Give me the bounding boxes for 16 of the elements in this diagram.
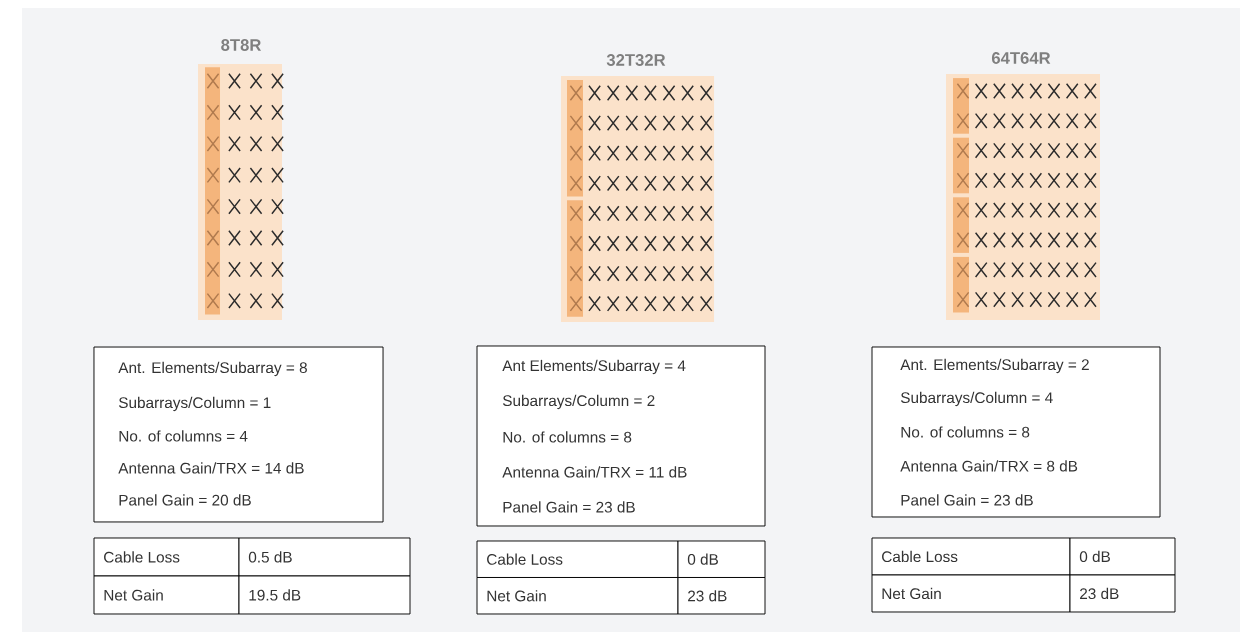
table-cell: 23 dB	[677, 577, 766, 615]
table-cell: 0 dB	[677, 540, 766, 578]
table-cell: Cable Loss	[93, 537, 240, 577]
array-title: 32T32R	[606, 54, 666, 66]
table-cell: Cable Loss	[871, 537, 1071, 576]
table-cell: 19.5 dB	[238, 575, 411, 615]
array-title: 64T64R	[991, 52, 1051, 64]
table-cell: 0 dB	[1069, 537, 1176, 576]
table-cell: Net Gain	[93, 575, 240, 615]
table-cell: Net Gain	[871, 574, 1071, 613]
parameter-box: Ant. Elements/Subarray = 8 Subarrays/Column = 1 No. of columns = 4 Antenna Gain/TRX = 14 dB Panel Gain = 20 dB	[93, 346, 384, 523]
table-cell: 0.5 dB	[238, 537, 411, 577]
parameter-box: Ant Elements/Subarray = 4 Subarrays/Column = 2 No. of columns = 8 Antenna Gain/TRX = 11 dB Panel Gain = 23 dB	[476, 345, 766, 527]
array-title: 8T8R	[221, 39, 262, 51]
parameter-box: Ant. Elements/Subarray = 2 Subarrays/Column = 4 No. of columns = 8 Antenna Gain/TRX = 8 dB Panel Gain = 23 dB	[871, 346, 1161, 518]
table-cell: 23 dB	[1069, 574, 1176, 613]
